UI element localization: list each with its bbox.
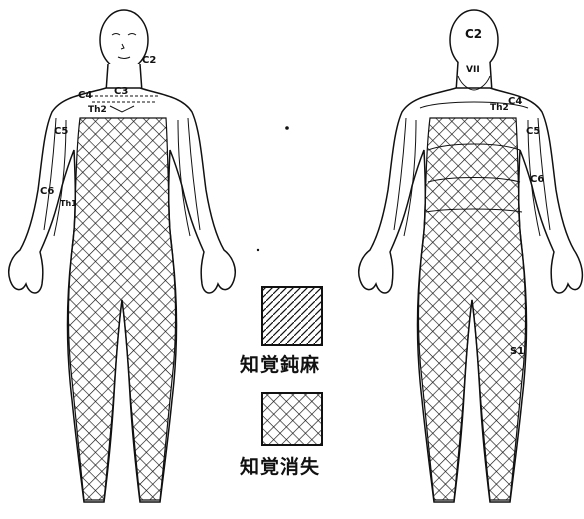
legend-label-hypoesthesia: 知覚鈍麻	[240, 350, 320, 377]
legend-swatch-anesthesia	[262, 393, 322, 445]
front-head	[100, 10, 148, 70]
front-label-th2: Th2	[88, 105, 107, 115]
front-label-c4: C4	[78, 90, 92, 101]
front-anesthesia-area	[68, 118, 175, 500]
front-figure	[9, 10, 236, 502]
back-anesthesia-area	[418, 118, 525, 500]
front-label-th1: Th1	[60, 199, 77, 208]
back-label-c5: C5	[526, 126, 540, 137]
back-label-vii: VII	[466, 65, 480, 75]
back-label-s1: S1	[510, 346, 524, 357]
front-label-c6: C6	[40, 186, 54, 197]
back-figure	[359, 10, 583, 502]
front-label-c3: C3	[114, 86, 128, 97]
back-label-c2: C2	[465, 27, 482, 41]
legend-swatch-hypoesthesia	[262, 287, 322, 345]
back-label-th2: Th2	[490, 103, 509, 113]
front-label-c5: C5	[54, 126, 68, 137]
front-label-c2: C2	[142, 55, 156, 66]
back-label-c4: C4	[508, 96, 522, 107]
legend-label-anesthesia: 知覚消失	[240, 452, 320, 479]
back-label-c6: C6	[530, 174, 544, 185]
